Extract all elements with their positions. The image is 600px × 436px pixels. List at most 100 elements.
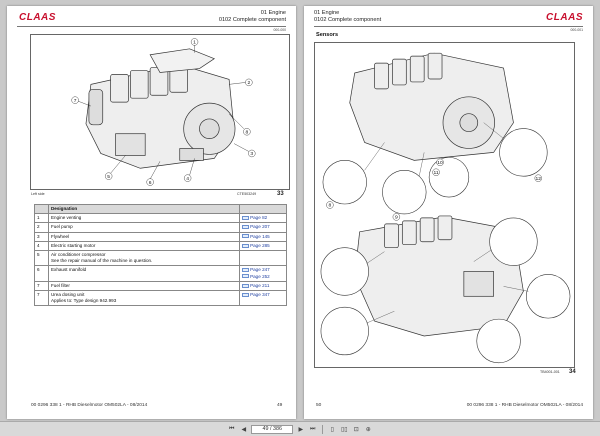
row-designation: Flywheel xyxy=(47,231,241,242)
row-page-refs: Page 82 xyxy=(239,213,287,224)
page-reference-link[interactable]: Page 207 xyxy=(242,224,284,230)
row-number: 7 xyxy=(34,290,49,307)
row-designation: Exhaust manifold xyxy=(47,265,241,282)
page-reference-text: Page 252 xyxy=(250,273,270,279)
page-number-field[interactable]: 49 / 386 xyxy=(251,424,294,434)
link-arrow-icon xyxy=(242,243,250,248)
figure-caption: Left side xyxy=(31,192,45,196)
page-reference-link[interactable]: Page 145 xyxy=(242,234,284,240)
first-page-icon[interactable]: ⏮ xyxy=(229,425,235,432)
page-reference-link[interactable]: Page 247 xyxy=(242,267,284,273)
link-arrow-icon xyxy=(242,283,250,288)
page-reference-text: Page 247 xyxy=(250,267,270,273)
callout-5: 5 xyxy=(107,174,110,180)
right-page: 01 Engine 0102 Complete component CLAAS … xyxy=(304,6,593,419)
page-reference-text: Page 211 xyxy=(250,282,270,288)
link-arrow-icon xyxy=(242,268,250,273)
row-page-refs: Page 211 xyxy=(239,280,287,292)
callout-3: 3 xyxy=(250,151,253,157)
right-section: 01 Engine xyxy=(314,10,340,16)
link-arrow-icon xyxy=(242,274,250,279)
row-page-refs: Page 207 xyxy=(239,222,287,233)
row-number: 4 xyxy=(34,240,49,252)
left-subsection: 0102 Complete component xyxy=(218,17,286,23)
row-number: 1 xyxy=(34,213,49,224)
row-number: 7 xyxy=(34,280,49,292)
figure-number: 33 xyxy=(277,191,284,197)
viewer-toolbar: ⏮ ◀ 49 / 386 ▶ ⏭ ▯ ▯▯ ⊡ ⊕ xyxy=(0,421,600,436)
right-subsection: 0102 Complete component xyxy=(314,17,382,23)
page-reference-link[interactable]: Page 252 xyxy=(242,274,284,280)
left-header: 01 Engine 0102 Complete component xyxy=(219,10,286,24)
designation-text: Fuel filter xyxy=(50,282,70,288)
page-reference-link[interactable]: Page 211 xyxy=(242,283,284,289)
last-page-icon[interactable]: ⏭ xyxy=(310,425,316,432)
callout-2: 2 xyxy=(247,80,250,86)
designation-text: Air conditioner compressor xyxy=(50,252,106,258)
row-number: 6 xyxy=(34,265,49,282)
callout-11: 11 xyxy=(433,170,438,176)
callout-12: 12 xyxy=(536,176,542,182)
next-page-icon[interactable]: ▶ xyxy=(298,426,304,433)
prev-page-icon[interactable]: ◀ xyxy=(241,426,247,433)
row-number: 3 xyxy=(34,231,49,242)
designation-text: Exhaust manifold xyxy=(50,267,87,273)
row-designation: Fuel filter xyxy=(47,280,241,292)
page-reference-text: Page 285 xyxy=(250,242,270,248)
row-page-refs: Page 347 xyxy=(239,290,287,307)
single-page-view-icon[interactable]: ▯ xyxy=(330,426,334,433)
claas-logo: CLAAS xyxy=(19,12,56,23)
sensors-figure: 8 9 10 11 12 xyxy=(314,42,575,368)
page-reference-link[interactable]: Page 82 xyxy=(242,215,284,221)
designation-header: Designation xyxy=(47,203,241,215)
link-arrow-icon xyxy=(242,225,250,230)
designation-text: Engine venting xyxy=(50,215,82,221)
left-section: 01 Engine xyxy=(260,10,286,16)
designation-note: Applies to: Type design 942.993 xyxy=(50,298,117,304)
sensors-title: Sensors xyxy=(316,32,339,38)
sensors-figure-number: 34 xyxy=(569,369,576,375)
sensors-drawing: 8 9 10 11 12 xyxy=(320,52,571,364)
page-reference-link[interactable]: Page 347 xyxy=(242,292,284,298)
sensors-figure-code: TB4001-001 xyxy=(540,370,560,374)
two-page-view-icon[interactable]: ▯▯ xyxy=(340,426,348,433)
link-arrow-icon xyxy=(242,215,250,220)
fit-page-icon[interactable]: ⊡ xyxy=(353,426,359,433)
table-header-row: Designation xyxy=(34,203,287,215)
callout-9: 9 xyxy=(395,215,398,221)
row-number: 2 xyxy=(34,222,49,233)
link-arrow-icon xyxy=(242,234,250,239)
callout-10: 10 xyxy=(437,160,443,166)
left-page: CLAAS 01 Engine 0102 Complete component … xyxy=(7,6,296,419)
page-reference-link[interactable]: Page 285 xyxy=(242,243,284,249)
row-number: 5 xyxy=(34,250,49,267)
row-page-refs xyxy=(239,250,287,267)
row-designation: Engine venting xyxy=(47,213,241,224)
header-rule xyxy=(314,26,583,27)
header-rule xyxy=(17,26,286,27)
callout-6: 6 xyxy=(149,180,152,186)
figure-code: CTE503249 xyxy=(237,192,257,196)
link-arrow-icon xyxy=(242,292,250,297)
right-header: 01 Engine 0102 Complete component xyxy=(314,10,381,24)
left-doc-code: 000-000 xyxy=(273,27,286,32)
designation-text: Electric starting motor xyxy=(50,242,96,248)
claas-logo: CLAAS xyxy=(546,12,583,23)
right-doc-code: 000-001 xyxy=(570,27,583,32)
row-page-refs: Page 145 xyxy=(239,231,287,242)
row-designation: Fuel pump xyxy=(47,222,241,233)
engine-left-side-figure: 1 2 3 4 5 6 7 8 xyxy=(30,34,290,190)
right-footer-page: 50 xyxy=(316,403,322,408)
zoom-in-icon[interactable]: ⊕ xyxy=(365,426,371,433)
left-footer-doc: 00 0296 338 1 - RHB Dieselmotor OM502LA … xyxy=(31,403,148,408)
page-reference-text: Page 82 xyxy=(250,215,268,221)
